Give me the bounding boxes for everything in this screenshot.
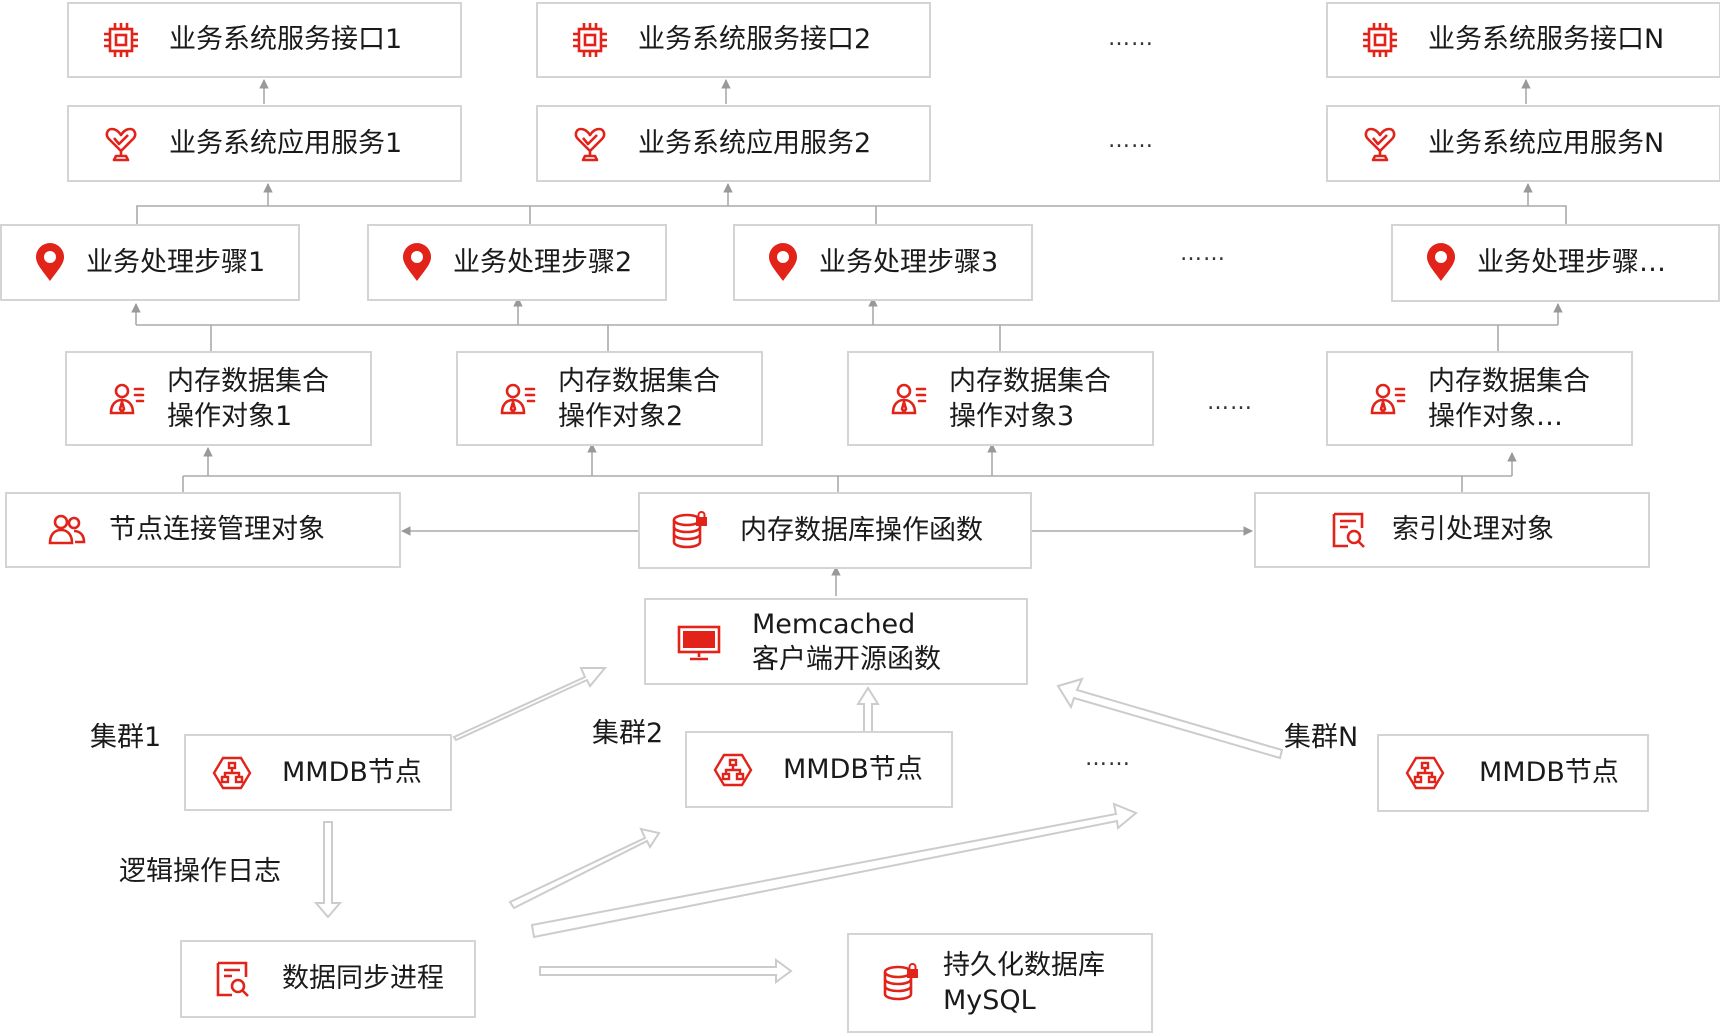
document-search-icon <box>1328 510 1368 550</box>
index-object-box: 索引处理对象 <box>1254 492 1650 568</box>
mem-object-2-label: 内存数据集合 操作对象2 <box>558 364 720 434</box>
document-search-icon <box>212 959 252 999</box>
mem-object-n-line2: 操作对象… <box>1428 400 1563 432</box>
user-list-icon <box>498 379 538 419</box>
mysql-box: 持久化数据库 MySQL <box>847 933 1153 1033</box>
location-pin-icon <box>763 242 803 283</box>
node-connection-label: 节点连接管理对象 <box>109 514 325 545</box>
cluster-n-label: 集群N <box>1284 722 1359 753</box>
mem-object-n-box: 内存数据集合 操作对象… <box>1326 351 1633 446</box>
ellipsis: …… <box>1180 241 1226 266</box>
location-pin-icon <box>397 242 437 283</box>
database-lock-icon <box>670 510 710 551</box>
service-interface-n-label: 业务系统服务接口N <box>1428 24 1665 55</box>
mysql-label: 持久化数据库 MySQL <box>943 948 1105 1018</box>
database-lock-icon <box>881 963 921 1003</box>
step-2-label: 业务处理步骤2 <box>453 246 633 278</box>
user-list-icon <box>889 379 929 419</box>
mysql-line2: MySQL <box>943 985 1036 1016</box>
heart-trophy-icon <box>1360 124 1400 164</box>
user-list-icon <box>107 379 147 419</box>
chip-icon <box>1360 20 1400 60</box>
app-service-1-label: 业务系统应用服务1 <box>169 127 403 159</box>
step-1-box: 业务处理步骤1 <box>0 224 300 301</box>
app-service-n-label: 业务系统应用服务N <box>1428 127 1665 159</box>
mem-object-n-line1: 内存数据集合 <box>1428 365 1590 397</box>
step-3-box: 业务处理步骤3 <box>733 224 1033 301</box>
memcached-client-label: Memcached 客户端开源函数 <box>752 607 941 677</box>
step-n-box: 业务处理步骤… <box>1391 224 1720 302</box>
service-interface-n-box: 业务系统服务接口N <box>1326 2 1720 78</box>
service-interface-2-box: 业务系统服务接口2 <box>536 2 931 78</box>
mem-object-2-line1: 内存数据集合 <box>558 365 720 397</box>
memcached-client-line2: 客户端开源函数 <box>752 643 941 675</box>
network-hexagon-icon <box>1405 753 1445 793</box>
mmdb-node-n-label: MMDB节点 <box>1479 757 1619 788</box>
logic-log-label: 逻辑操作日志 <box>119 856 281 887</box>
location-pin-icon <box>30 242 70 283</box>
mem-object-1-label: 内存数据集合 操作对象1 <box>167 364 329 434</box>
mem-object-n-label: 内存数据集合 操作对象… <box>1428 364 1590 434</box>
ellipsis: …… <box>1108 128 1154 153</box>
app-service-2-label: 业务系统应用服务2 <box>638 127 872 159</box>
data-sync-label: 数据同步进程 <box>282 963 444 994</box>
cluster-2-label: 集群2 <box>592 718 664 749</box>
memdb-function-box: 内存数据库操作函数 <box>638 492 1032 569</box>
memcached-client-line1: Memcached <box>752 608 916 640</box>
service-interface-2-label: 业务系统服务接口2 <box>638 24 872 55</box>
heart-trophy-icon <box>570 124 610 164</box>
cluster-1-label: 集群1 <box>90 722 162 753</box>
mmdb-node-2-label: MMDB节点 <box>783 753 923 785</box>
mem-object-1-box: 内存数据集合 操作对象1 <box>65 351 372 446</box>
mem-object-1-line1: 内存数据集合 <box>167 365 329 397</box>
mem-object-3-line2: 操作对象3 <box>949 400 1075 432</box>
mem-object-2-box: 内存数据集合 操作对象2 <box>456 351 763 446</box>
step-2-box: 业务处理步骤2 <box>367 224 667 301</box>
mem-object-1-line2: 操作对象1 <box>167 400 293 432</box>
app-service-2-box: 业务系统应用服务2 <box>536 105 931 182</box>
memdb-function-label: 内存数据库操作函数 <box>740 514 983 546</box>
service-interface-1-label: 业务系统服务接口1 <box>169 24 403 55</box>
ellipsis: …… <box>1108 26 1154 51</box>
memcached-client-box: Memcached 客户端开源函数 <box>644 598 1028 685</box>
users-icon <box>47 510 87 550</box>
user-list-icon <box>1368 379 1408 419</box>
network-hexagon-icon <box>713 750 753 790</box>
data-sync-box: 数据同步进程 <box>180 940 476 1018</box>
chip-icon <box>570 20 610 60</box>
mmdb-node-1-box: MMDB节点 <box>184 734 452 811</box>
node-connection-box: 节点连接管理对象 <box>5 492 401 568</box>
mem-object-3-box: 内存数据集合 操作对象3 <box>847 351 1154 446</box>
ellipsis: …… <box>1207 390 1253 415</box>
mysql-line1: 持久化数据库 <box>943 950 1105 981</box>
step-3-label: 业务处理步骤3 <box>819 246 999 278</box>
chip-icon <box>101 20 141 60</box>
heart-trophy-icon <box>101 124 141 164</box>
step-n-label: 业务处理步骤… <box>1477 247 1666 278</box>
mmdb-node-2-box: MMDB节点 <box>685 731 953 808</box>
app-service-n-box: 业务系统应用服务N <box>1326 105 1720 182</box>
location-pin-icon <box>1421 243 1461 283</box>
mem-object-2-line2: 操作对象2 <box>558 400 684 432</box>
step-1-label: 业务处理步骤1 <box>86 246 266 278</box>
service-interface-1-box: 业务系统服务接口1 <box>67 2 462 78</box>
monitor-icon <box>676 622 722 662</box>
mmdb-node-1-label: MMDB节点 <box>282 756 422 788</box>
index-object-label: 索引处理对象 <box>1392 514 1554 545</box>
app-service-1-box: 业务系统应用服务1 <box>67 105 462 182</box>
network-hexagon-icon <box>212 753 252 793</box>
mem-object-3-label: 内存数据集合 操作对象3 <box>949 364 1111 434</box>
mmdb-node-n-box: MMDB节点 <box>1377 734 1649 812</box>
mem-object-3-line1: 内存数据集合 <box>949 365 1111 397</box>
ellipsis: …… <box>1085 746 1131 771</box>
